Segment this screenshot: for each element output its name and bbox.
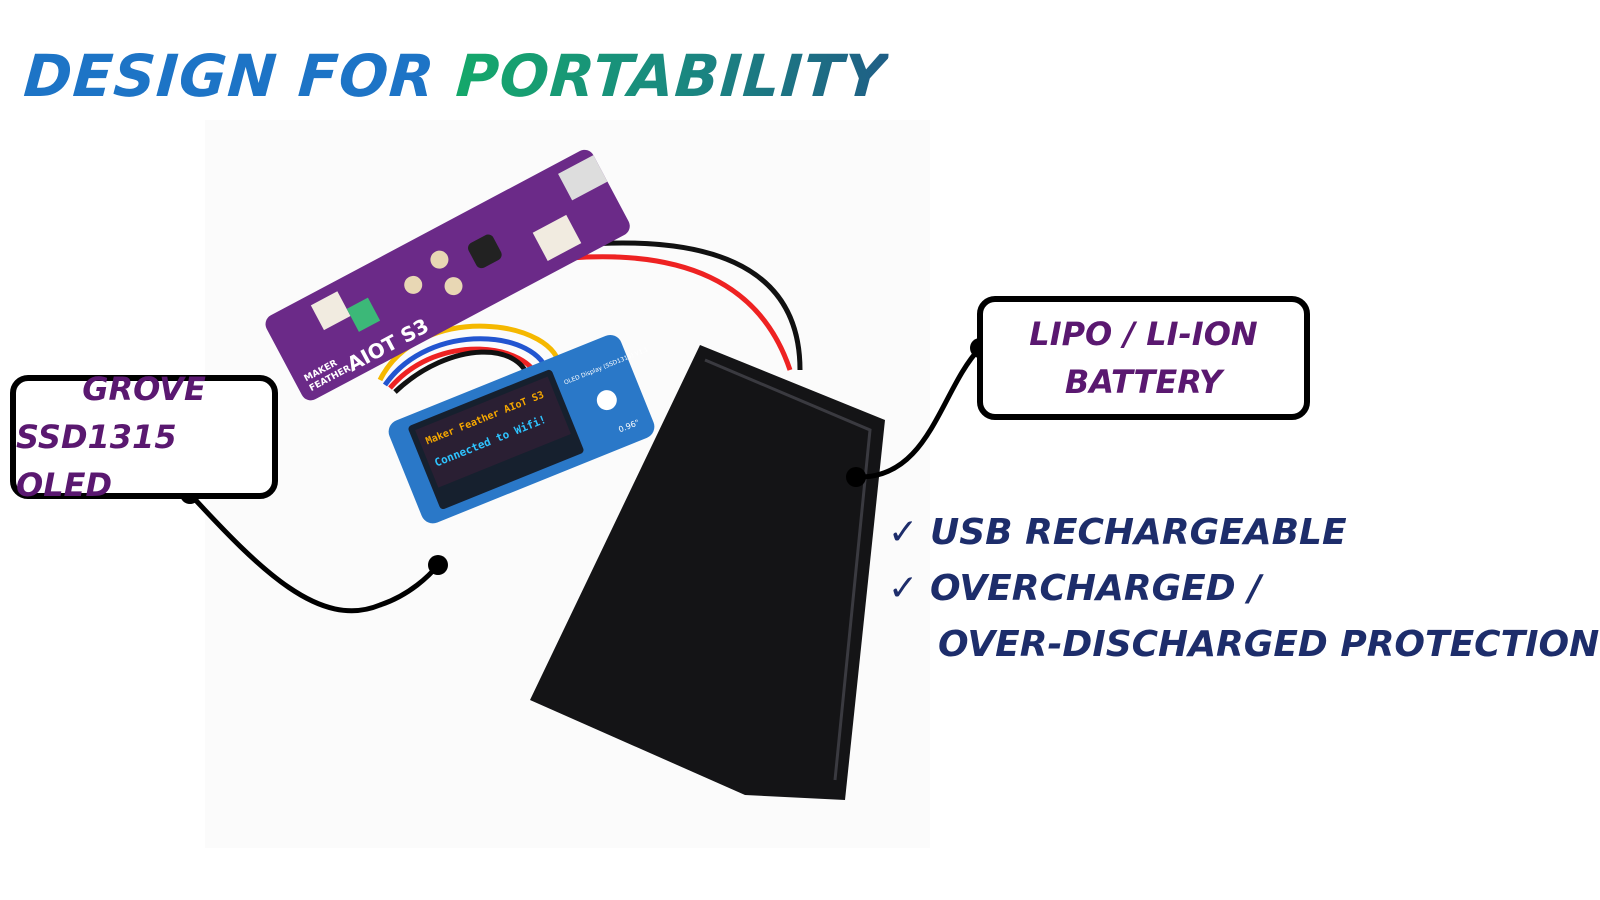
battery-callout-line1: LIPO / LI-ION: [1029, 315, 1258, 353]
check-icon: ✓: [888, 512, 919, 553]
red-wire: [569, 254, 793, 371]
feature-item: ✓ OVERCHARGED /: [888, 561, 1599, 617]
battery-pointer-dot-end: [846, 467, 866, 487]
black-wire: [574, 240, 803, 371]
feature-list: ✓ USB RECHARGEABLE ✓ OVERCHARGED / OVER-…: [888, 505, 1599, 673]
oled-pointer-dot-end: [428, 555, 448, 575]
oled-pointer-line: [188, 492, 440, 614]
battery-callout-line2: BATTERY: [1064, 363, 1223, 401]
feature-text: OVERCHARGED /: [930, 568, 1262, 609]
oled-callout: GROVE SSD1315 OLED: [10, 370, 278, 504]
oled-callout-line1: GROVE: [82, 370, 206, 408]
grove-oled-module: Maker Feather AIoT S3 Connected to Wifi!…: [388, 334, 655, 524]
oled-callout-line2: SSD1315 OLED: [16, 418, 177, 504]
battery-callout: LIPO / LI-ION BATTERY: [977, 296, 1310, 420]
gear-logo-icon: [596, 390, 617, 411]
lipo-battery: [530, 345, 885, 800]
feature-item: ✓ USB RECHARGEABLE: [888, 505, 1599, 561]
battery-pointer-line: [855, 346, 982, 480]
feature-continuation: OVER-DISCHARGED PROTECTION: [938, 624, 1600, 665]
check-icon: ✓: [888, 568, 919, 609]
feature-text: USB RECHARGEABLE: [930, 512, 1347, 553]
